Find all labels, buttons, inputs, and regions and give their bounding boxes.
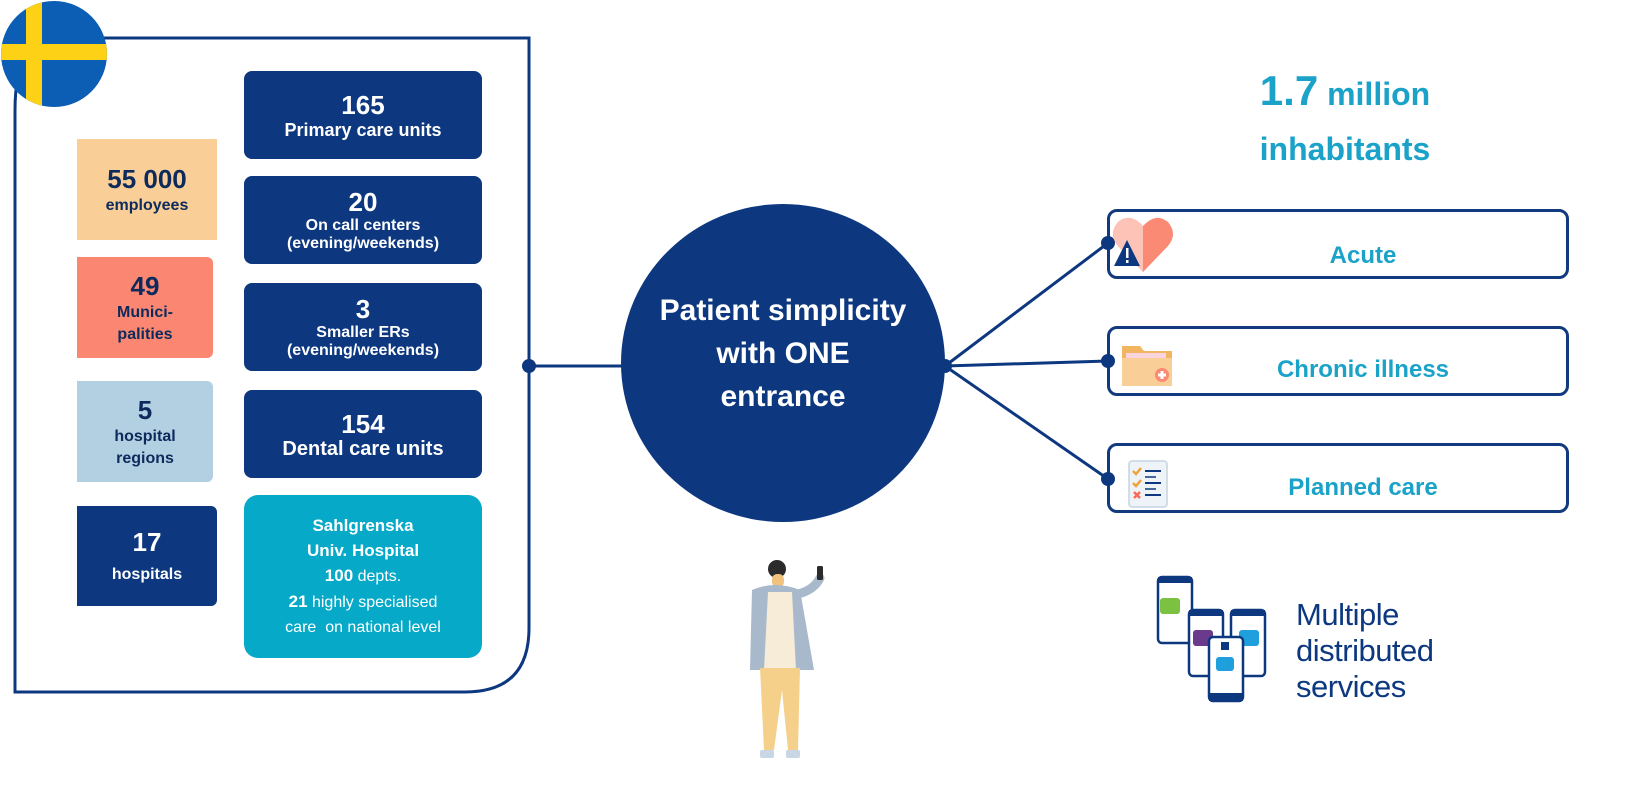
care-acute: Acute <box>1107 209 1569 279</box>
services-label: Multiple distributed services <box>1296 597 1434 704</box>
depts-number: 100 <box>324 566 354 585</box>
connector-dot-planned <box>1101 472 1115 486</box>
unit-label: Dental care units <box>282 438 444 460</box>
stat-municipalities: 49 Munici- palities <box>77 257 213 358</box>
population: 1.7 million inhabitants <box>1220 64 1470 177</box>
unit-primary-care: 165 Primary care units <box>244 71 482 159</box>
stat-employees: 55 000 employees <box>77 139 217 240</box>
unit-label: On call centers (evening/weekends) <box>286 217 440 252</box>
unit-number: 165 <box>341 90 385 120</box>
unit-label: Smaller ERs (evening/weekends) <box>286 324 440 359</box>
stat-number: 49 <box>130 270 160 301</box>
person-with-phone <box>750 560 825 758</box>
checklist-icon <box>1128 460 1168 508</box>
center-text: Patient simplicity with ONE entrance <box>659 293 907 413</box>
stat-number: 5 <box>137 394 153 425</box>
unit-label: Primary care units <box>284 120 442 140</box>
medical-folder-icon <box>1122 346 1172 386</box>
stat-label: hospital regions <box>114 427 176 467</box>
stat-hospitals: 17 hospitals <box>77 506 217 606</box>
care-label: Chronic illness <box>1276 356 1450 383</box>
unit-on-call: 20 On call centers (evening/weekends) <box>244 176 482 264</box>
population-line2: inhabitants <box>1259 131 1431 167</box>
care-chronic: Chronic illness <box>1107 326 1569 396</box>
care-planned: Planned care <box>1107 443 1569 513</box>
sweden-flag-icon <box>0 0 108 108</box>
population-number: 1.7 <box>1259 67 1319 114</box>
stat-number: 55 000 <box>107 163 187 194</box>
heart-alert-icon <box>1113 217 1173 272</box>
hospital-name-line1: Sahlgrenska <box>312 516 414 535</box>
center-circle: Patient simplicity with ONE entrance <box>621 204 945 522</box>
unit-number: 154 <box>341 409 385 439</box>
unit-dental: 154 Dental care units <box>244 390 482 478</box>
connector-dot-chronic <box>1101 354 1115 368</box>
spec-text: highly specialised <box>307 594 438 611</box>
hospital-name-line2: Univ. Hospital <box>306 541 420 560</box>
connector-dot-acute <box>1101 236 1115 250</box>
connector-dot-left <box>522 359 536 373</box>
care-label: Acute <box>1329 242 1397 269</box>
stat-label: hospitals <box>111 566 183 583</box>
stat-label: employees <box>105 196 189 214</box>
care-label: Planned care <box>1288 474 1438 501</box>
stat-hospital-regions: 5 hospital regions <box>77 381 213 482</box>
connector-dot-center <box>938 359 952 373</box>
hospital-national: care on national level <box>285 619 441 636</box>
hospital-depts: 100 depts. <box>325 563 401 589</box>
unit-number: 3 <box>355 294 371 324</box>
phones-chat-icon <box>1156 575 1267 703</box>
depts-text: depts. <box>353 568 402 585</box>
sahlgrenska-box: Sahlgrenska Univ. Hospital 100 depts. 21… <box>244 495 482 658</box>
stat-label: Munici- palities <box>117 303 173 343</box>
hospital-specialised: 21 highly specialised <box>289 589 438 615</box>
unit-smaller-ers: 3 Smaller ERs (evening/weekends) <box>244 283 482 371</box>
population-unit: million <box>1318 76 1431 112</box>
population-line1: 1.7 million <box>1220 64 1470 121</box>
unit-number: 20 <box>348 187 378 217</box>
spec-number: 21 <box>288 592 308 611</box>
stat-number: 17 <box>132 527 162 557</box>
